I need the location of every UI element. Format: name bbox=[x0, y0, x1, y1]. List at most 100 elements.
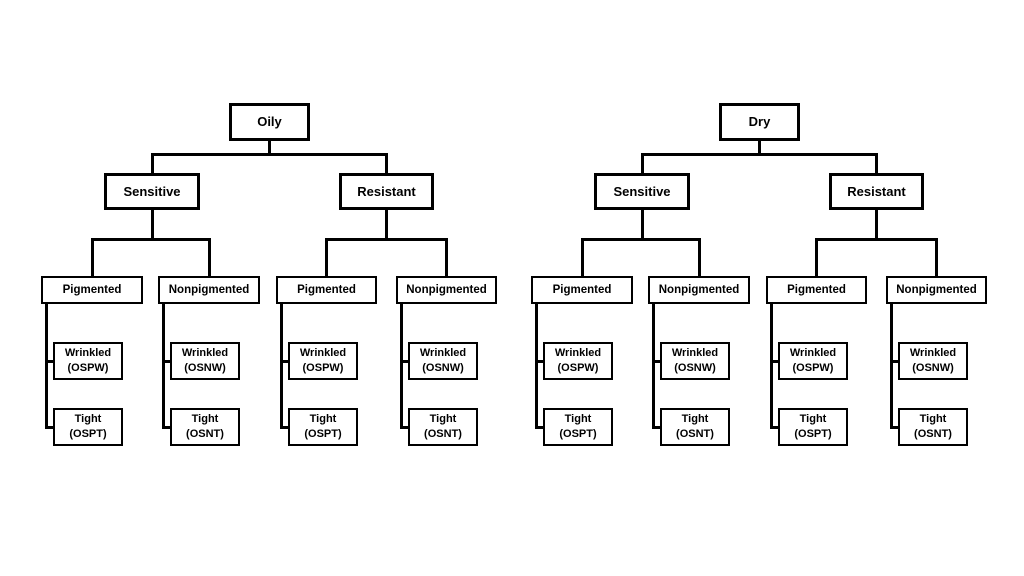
leaf-node-label: Tight bbox=[74, 413, 102, 425]
connector-line bbox=[161, 304, 165, 429]
pigment-node-label: Nonpigmented bbox=[658, 284, 740, 296]
leaf-node: Tight (OSPT) bbox=[543, 408, 613, 446]
leaf-node-label: Tight bbox=[799, 413, 827, 425]
connector-line bbox=[580, 238, 584, 276]
category-node-resistant-label: Resistant bbox=[847, 183, 906, 199]
leaf-node-label: Tight bbox=[429, 413, 457, 425]
leaf-node-label: Tight bbox=[681, 413, 709, 425]
leaf-node-label: (OSNT) bbox=[424, 428, 462, 440]
leaf-node: Wrinkled(OSNW) bbox=[898, 342, 968, 380]
connector-line bbox=[536, 359, 543, 363]
connector-line bbox=[44, 304, 48, 429]
category-node-sensitive-label: Sensitive bbox=[613, 183, 671, 199]
connector-line bbox=[891, 359, 898, 363]
leaf-node-label: Wrinkled bbox=[789, 347, 837, 359]
leaf-node: Tight (OSPT) bbox=[778, 408, 848, 446]
leaf-node-label: (OSPT) bbox=[69, 428, 107, 440]
leaf-node: Wrinkled (OSPW) bbox=[543, 342, 613, 380]
pigment-node: Pigmented bbox=[276, 276, 377, 304]
root-node: Oily bbox=[229, 103, 310, 141]
pigment-node-label: Pigmented bbox=[297, 284, 356, 296]
connector-line bbox=[150, 153, 388, 156]
leaf-node: Wrinkled (OSPW) bbox=[53, 342, 123, 380]
pigment-node: Pigmented bbox=[766, 276, 867, 304]
category-node-sensitive: Sensitive bbox=[594, 173, 690, 210]
leaf-node-label: Wrinkled bbox=[671, 347, 719, 359]
connector-line bbox=[163, 425, 170, 429]
leaf-node-label: (OSNW) bbox=[422, 362, 464, 374]
leaf-node-label: (OSPT) bbox=[559, 428, 597, 440]
leaf-node: Wrinkled (OSNW) bbox=[408, 342, 478, 380]
leaf-node: Tight (OSPT) bbox=[288, 408, 358, 446]
connector-line bbox=[401, 359, 408, 363]
connector-line bbox=[325, 238, 328, 276]
leaf-node-label: (OSNT) bbox=[186, 428, 224, 440]
category-node-sensitive-label: Sensitive bbox=[123, 183, 181, 199]
leaf-node: Tight (OSNT) bbox=[408, 408, 478, 446]
leaf-node: Wrinkled(OSPW) bbox=[778, 342, 848, 380]
connector-line bbox=[281, 425, 288, 429]
connector-line bbox=[891, 425, 898, 429]
connector-line bbox=[90, 238, 94, 276]
category-node-resistant: Resistant bbox=[339, 173, 434, 210]
pigment-node: Pigmented bbox=[531, 276, 633, 304]
connector-line bbox=[769, 304, 773, 429]
connector-line bbox=[150, 153, 154, 173]
connector-line bbox=[653, 359, 660, 363]
connector-line bbox=[771, 425, 778, 429]
pigment-node: Nonpigmented bbox=[648, 276, 750, 304]
connector-line bbox=[697, 238, 701, 276]
pigment-node-label: Nonpigmented bbox=[406, 284, 487, 296]
pigment-node-label: Nonpigmented bbox=[896, 284, 977, 296]
connector-line bbox=[536, 425, 543, 429]
connector-line bbox=[401, 425, 408, 429]
connector-line bbox=[580, 238, 701, 241]
connector-line bbox=[150, 210, 154, 239]
pigment-node: Nonpigmented bbox=[158, 276, 260, 304]
leaf-node-label: Wrinkled bbox=[64, 347, 112, 359]
connector-line bbox=[815, 238, 938, 241]
leaf-node-label: Tight bbox=[309, 413, 337, 425]
leaf-node-label: (OSNW) bbox=[184, 362, 226, 374]
connector-line bbox=[46, 425, 53, 429]
leaf-node: Tight(OSNT) bbox=[660, 408, 730, 446]
leaf-node-label: Wrinkled bbox=[181, 347, 229, 359]
connector-line bbox=[163, 359, 170, 363]
category-node-resistant-label: Resistant bbox=[357, 183, 416, 199]
pigment-node-label: Pigmented bbox=[62, 284, 122, 296]
leaf-node-label: Tight bbox=[191, 413, 219, 425]
leaf-node: Wrinkled (OSNW) bbox=[170, 342, 240, 380]
leaf-node-label: Wrinkled bbox=[554, 347, 602, 359]
leaf-node: Tight (OSNT) bbox=[170, 408, 240, 446]
pigment-node: Nonpigmented bbox=[396, 276, 497, 304]
leaf-node-label: (OSPT) bbox=[304, 428, 342, 440]
connector-line bbox=[653, 425, 660, 429]
connector-line bbox=[46, 359, 53, 363]
connector-line bbox=[875, 210, 878, 239]
connector-line bbox=[90, 238, 211, 241]
leaf-node-label: (OSPW) bbox=[302, 362, 344, 374]
connector-line bbox=[640, 210, 644, 239]
connector-line bbox=[875, 153, 878, 173]
connector-line bbox=[385, 153, 388, 173]
leaf-node-label: (OSNW) bbox=[912, 362, 954, 374]
leaf-node-label: Tight bbox=[564, 413, 592, 425]
root-node: Dry bbox=[719, 103, 800, 141]
category-node-resistant: Resistant bbox=[829, 173, 924, 210]
leaf-node-label: (OSPW) bbox=[67, 362, 109, 374]
leaf-node-label: (OSNT) bbox=[914, 428, 952, 440]
pigment-node-label: Pigmented bbox=[787, 284, 846, 296]
leaf-node-label: (OSPW) bbox=[557, 362, 599, 374]
leaf-node: Tight (OSPT) bbox=[53, 408, 123, 446]
connector-line bbox=[815, 238, 818, 276]
connector-line bbox=[279, 304, 283, 429]
connector-line bbox=[758, 141, 761, 154]
connector-line bbox=[935, 238, 938, 276]
connector-line bbox=[268, 141, 271, 154]
leaf-node-label: (OSPT) bbox=[794, 428, 832, 440]
leaf-node-label: Wrinkled bbox=[419, 347, 467, 359]
category-node-sensitive: Sensitive bbox=[104, 173, 200, 210]
connector-line bbox=[207, 238, 211, 276]
leaf-node: Tight(OSNT) bbox=[898, 408, 968, 446]
connector-line bbox=[445, 238, 448, 276]
